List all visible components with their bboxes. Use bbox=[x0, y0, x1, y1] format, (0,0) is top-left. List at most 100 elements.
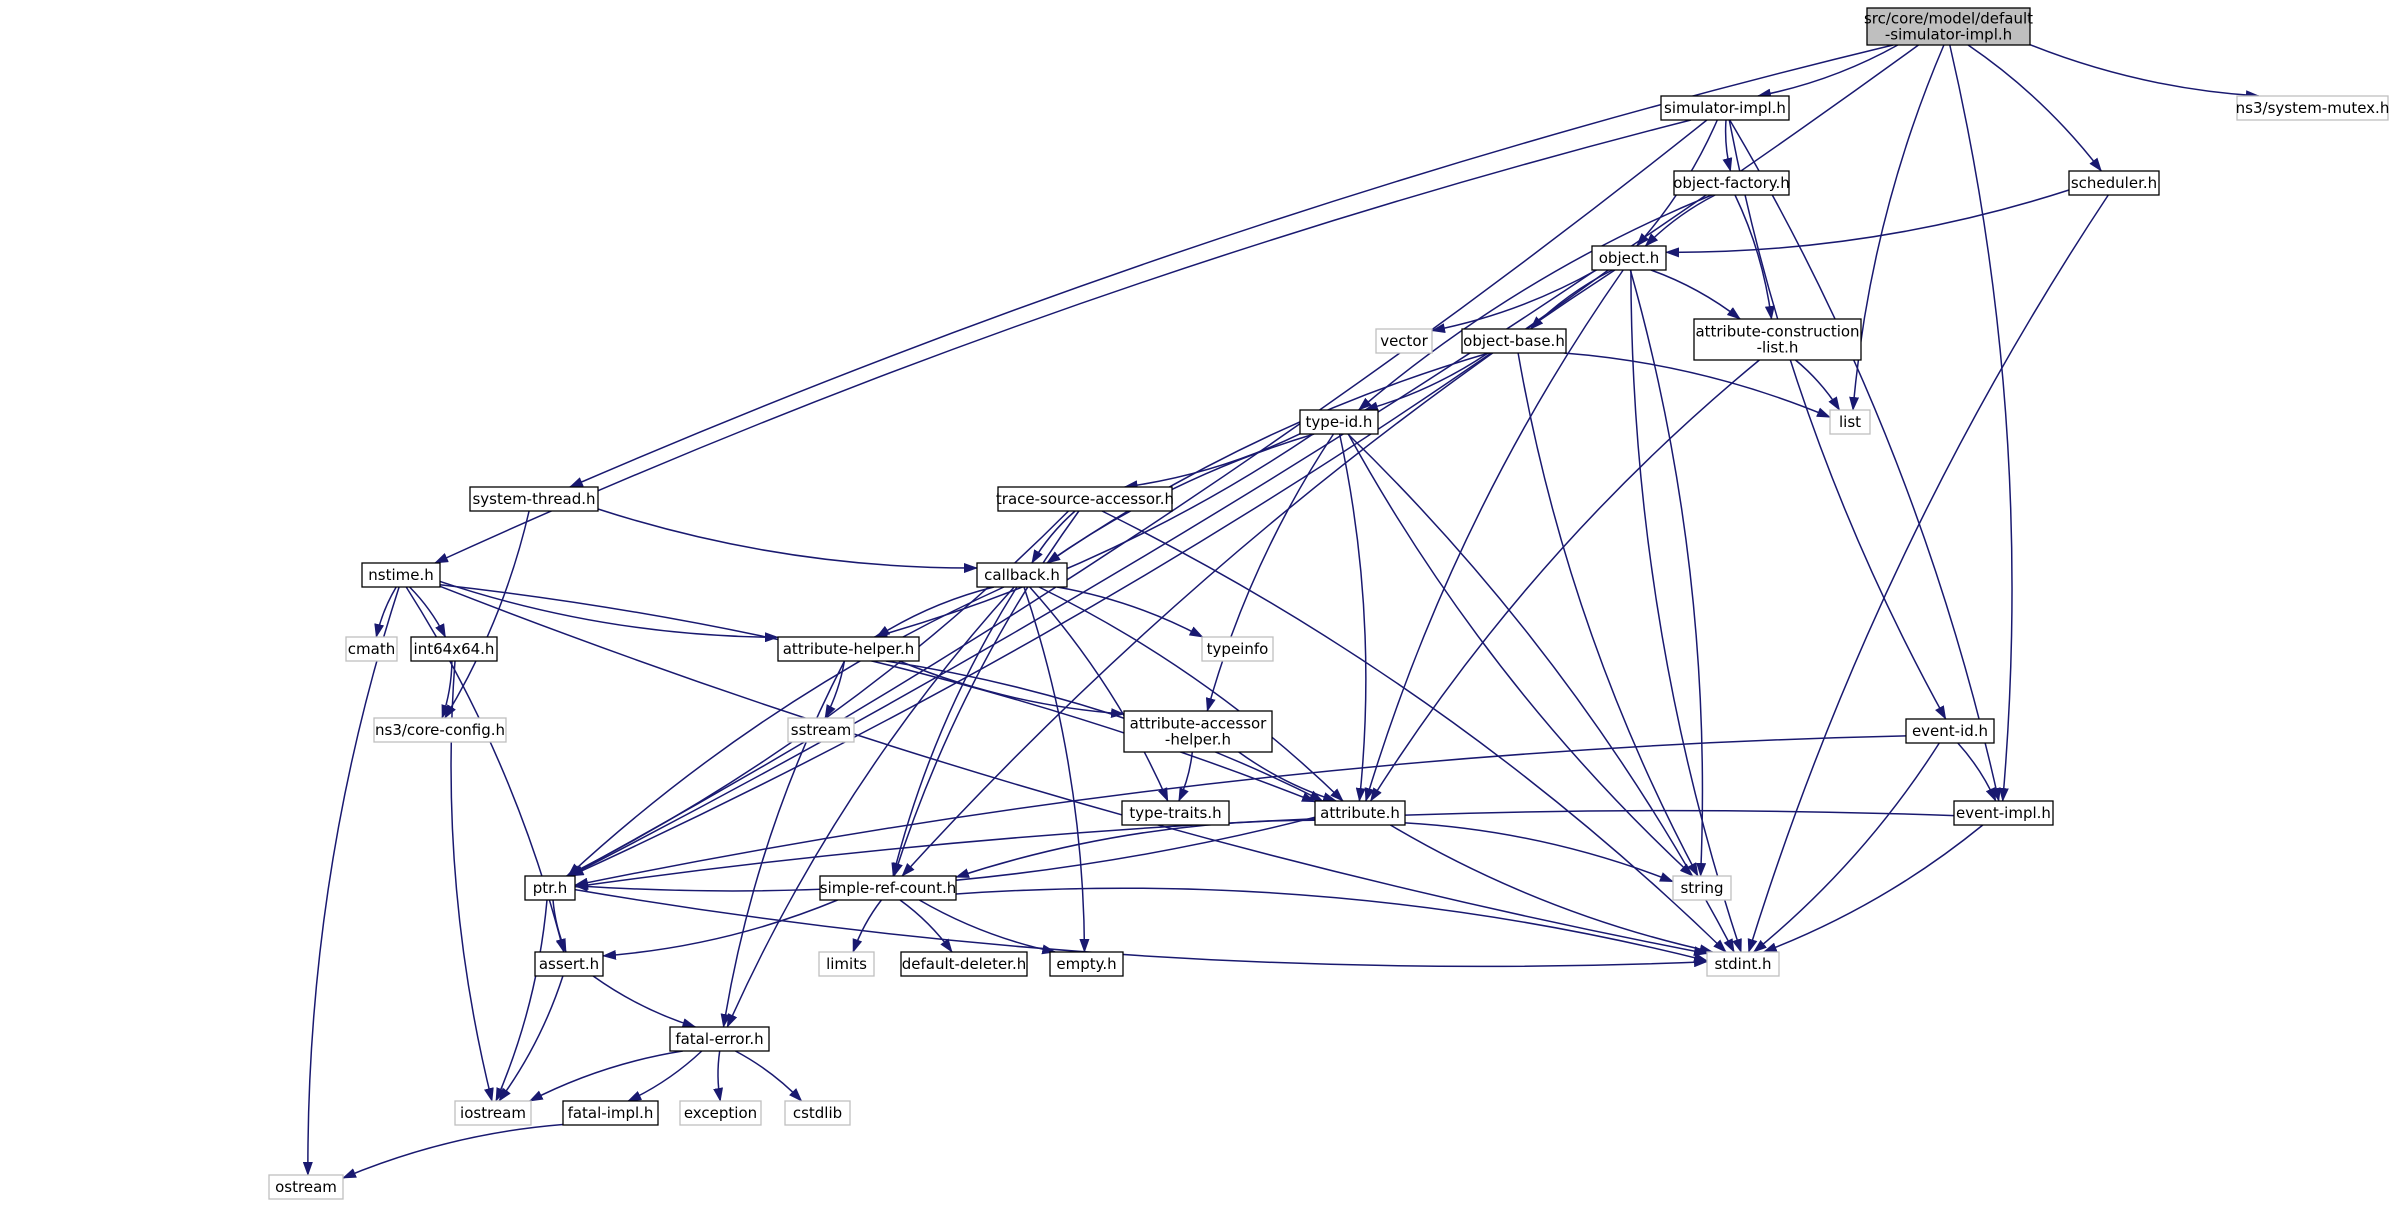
node-nstime[interactable]: nstime.h bbox=[361, 562, 441, 588]
node-empty[interactable]: empty.h bbox=[1049, 951, 1124, 977]
node-object-base[interactable]: object-base.h bbox=[1461, 328, 1567, 354]
edge-nstime-to-ostream bbox=[302, 586, 400, 1176]
edge-callback-to-attribute_helper bbox=[875, 586, 995, 638]
edge-object-to-attr_construction_list bbox=[1650, 269, 1741, 320]
node-label: attribute-helper.h bbox=[783, 640, 915, 658]
node-box bbox=[1672, 875, 1732, 901]
edge-type_id-to-string bbox=[1347, 433, 1694, 877]
node-label: exception bbox=[684, 1104, 757, 1122]
edge-simple_ref_count-to-assert bbox=[602, 899, 838, 960]
dependency-arrow bbox=[1650, 269, 1741, 320]
edge-object_base-to-list bbox=[1563, 352, 1831, 418]
dependency-arrow bbox=[1101, 510, 1727, 953]
node-box bbox=[1866, 7, 2031, 46]
node-attr-construction-list[interactable]: attribute-construction-list.h bbox=[1693, 318, 1862, 361]
edge-attr_construction_list-to-attribute bbox=[1369, 359, 1760, 802]
node-ptr[interactable]: ptr.h bbox=[524, 875, 576, 901]
edge-callback-to-empty bbox=[1023, 586, 1090, 953]
dependency-arrow bbox=[713, 1050, 724, 1102]
node-label: stdint.h bbox=[1714, 955, 1771, 973]
node-fatal-impl[interactable]: fatal-impl.h bbox=[562, 1100, 659, 1126]
edge-type_id-to-trace_source_accessor bbox=[1123, 433, 1301, 491]
node-attribute[interactable]: attribute.h bbox=[1314, 800, 1406, 826]
node-callback[interactable]: callback.h bbox=[976, 562, 1068, 588]
edge-simulator_impl-to-ptr bbox=[567, 119, 1708, 877]
node-label: src/core/model/default bbox=[1864, 10, 2033, 28]
edge-nstime-to-attribute bbox=[439, 583, 1316, 803]
dependency-arrow bbox=[875, 586, 995, 638]
node-scheduler[interactable]: scheduler.h bbox=[2068, 170, 2160, 196]
node-attribute-helper[interactable]: attribute-helper.h bbox=[777, 636, 920, 662]
node-object-factory[interactable]: object-factory.h bbox=[1673, 170, 1790, 196]
dependency-arrow bbox=[1338, 433, 1367, 802]
edge-attribute-to-stdint bbox=[1390, 824, 1714, 955]
node-fatal-error[interactable]: fatal-error.h bbox=[669, 1026, 770, 1052]
node-label: fatal-error.h bbox=[675, 1030, 763, 1048]
node-box bbox=[1660, 95, 1790, 121]
dependency-arrow bbox=[302, 586, 400, 1176]
node-simple-ref-count[interactable]: simple-ref-count.h bbox=[819, 875, 957, 901]
node-system-thread[interactable]: system-thread.h bbox=[469, 486, 599, 512]
edge-attribute-to-string bbox=[1404, 822, 1674, 883]
dependency-arrow bbox=[1949, 44, 2013, 802]
node-box bbox=[268, 1174, 344, 1200]
edge-type_id-to-attribute_helper bbox=[873, 433, 1314, 639]
node-cstdlib: cstdlib bbox=[784, 1100, 851, 1126]
edge-object-to-string bbox=[1629, 269, 1707, 877]
dependency-arrow bbox=[1630, 269, 1742, 953]
edge-simple_ref_count-to-default_deleter bbox=[899, 899, 953, 953]
node-ns3-core-config: ns3/core-config.h bbox=[373, 717, 507, 743]
dependency-arrow bbox=[1629, 269, 1707, 877]
edge-event_impl-to-ptr bbox=[574, 809, 1955, 890]
node-box bbox=[669, 1026, 770, 1052]
node-label: ptr.h bbox=[533, 879, 567, 897]
node-attr-accessor-helper[interactable]: attribute-accessor-helper.h bbox=[1123, 710, 1273, 753]
edge-fatal_error-to-exception bbox=[713, 1050, 724, 1102]
dependency-arrow bbox=[495, 899, 548, 1102]
node-type-traits[interactable]: type-traits.h bbox=[1121, 800, 1230, 826]
dependency-arrow bbox=[1967, 44, 2102, 172]
dependency-arrow bbox=[597, 508, 978, 574]
node-label: cmath bbox=[348, 640, 395, 658]
node-int64x64[interactable]: int64x64.h bbox=[410, 636, 498, 662]
node-default-deleter[interactable]: default-deleter.h bbox=[900, 951, 1028, 977]
edge-callback-to-simple_ref_count bbox=[891, 586, 1018, 877]
node-box bbox=[1905, 718, 1995, 744]
dependency-arrow bbox=[1665, 189, 2070, 258]
node-box bbox=[777, 636, 920, 662]
node-simulator-impl[interactable]: simulator-impl.h bbox=[1660, 95, 1790, 121]
edge-simple_ref_count-to-limits bbox=[852, 899, 882, 953]
node-box bbox=[1953, 800, 2054, 826]
edge-object-to-attribute bbox=[1364, 269, 1624, 802]
dependency-arrow bbox=[1123, 433, 1301, 491]
dependency-arrow bbox=[441, 660, 453, 719]
dependency-arrow bbox=[726, 586, 1015, 1028]
edge-attribute_helper-to-attr_accessor_helper bbox=[899, 660, 1125, 719]
edge-object-to-ptr bbox=[569, 269, 1609, 877]
node-event-impl[interactable]: event-impl.h bbox=[1953, 800, 2054, 826]
edge-type_id-to-stdint bbox=[1347, 433, 1735, 953]
node-trace-source-accessor[interactable]: trace-source-accessor.h bbox=[996, 486, 1174, 512]
node-limits: limits bbox=[818, 951, 875, 977]
dependency-arrow bbox=[434, 119, 1692, 564]
node-event-id[interactable]: event-id.h bbox=[1905, 718, 1995, 744]
edge-system_thread-to-ns3_core_config bbox=[444, 510, 530, 719]
edge-assert-to-fatal_error bbox=[592, 975, 697, 1028]
edge-simulator_impl-to-nstime bbox=[434, 119, 1692, 564]
node-type-id[interactable]: type-id.h bbox=[1299, 409, 1379, 435]
node-box bbox=[818, 951, 875, 977]
edge-type_id-to-attribute bbox=[1338, 433, 1367, 802]
node-box bbox=[345, 636, 398, 662]
node-object[interactable]: object.h bbox=[1591, 245, 1667, 271]
dependency-arrow bbox=[891, 586, 1018, 877]
dependency-arrow bbox=[885, 660, 1324, 802]
node-root[interactable]: src/core/model/default-simulator-impl.h bbox=[1864, 7, 2033, 46]
edge-assert-to-iostream bbox=[498, 975, 564, 1102]
node-stdint: stdint.h bbox=[1706, 951, 1780, 977]
dependency-arrow bbox=[409, 586, 447, 638]
dependency-arrow bbox=[1390, 824, 1714, 955]
edge-object_factory-to-type_id bbox=[1357, 194, 1713, 411]
dependency-arrow bbox=[1038, 586, 1344, 802]
node-assert[interactable]: assert.h bbox=[534, 951, 604, 977]
dependency-arrow bbox=[1023, 586, 1090, 953]
